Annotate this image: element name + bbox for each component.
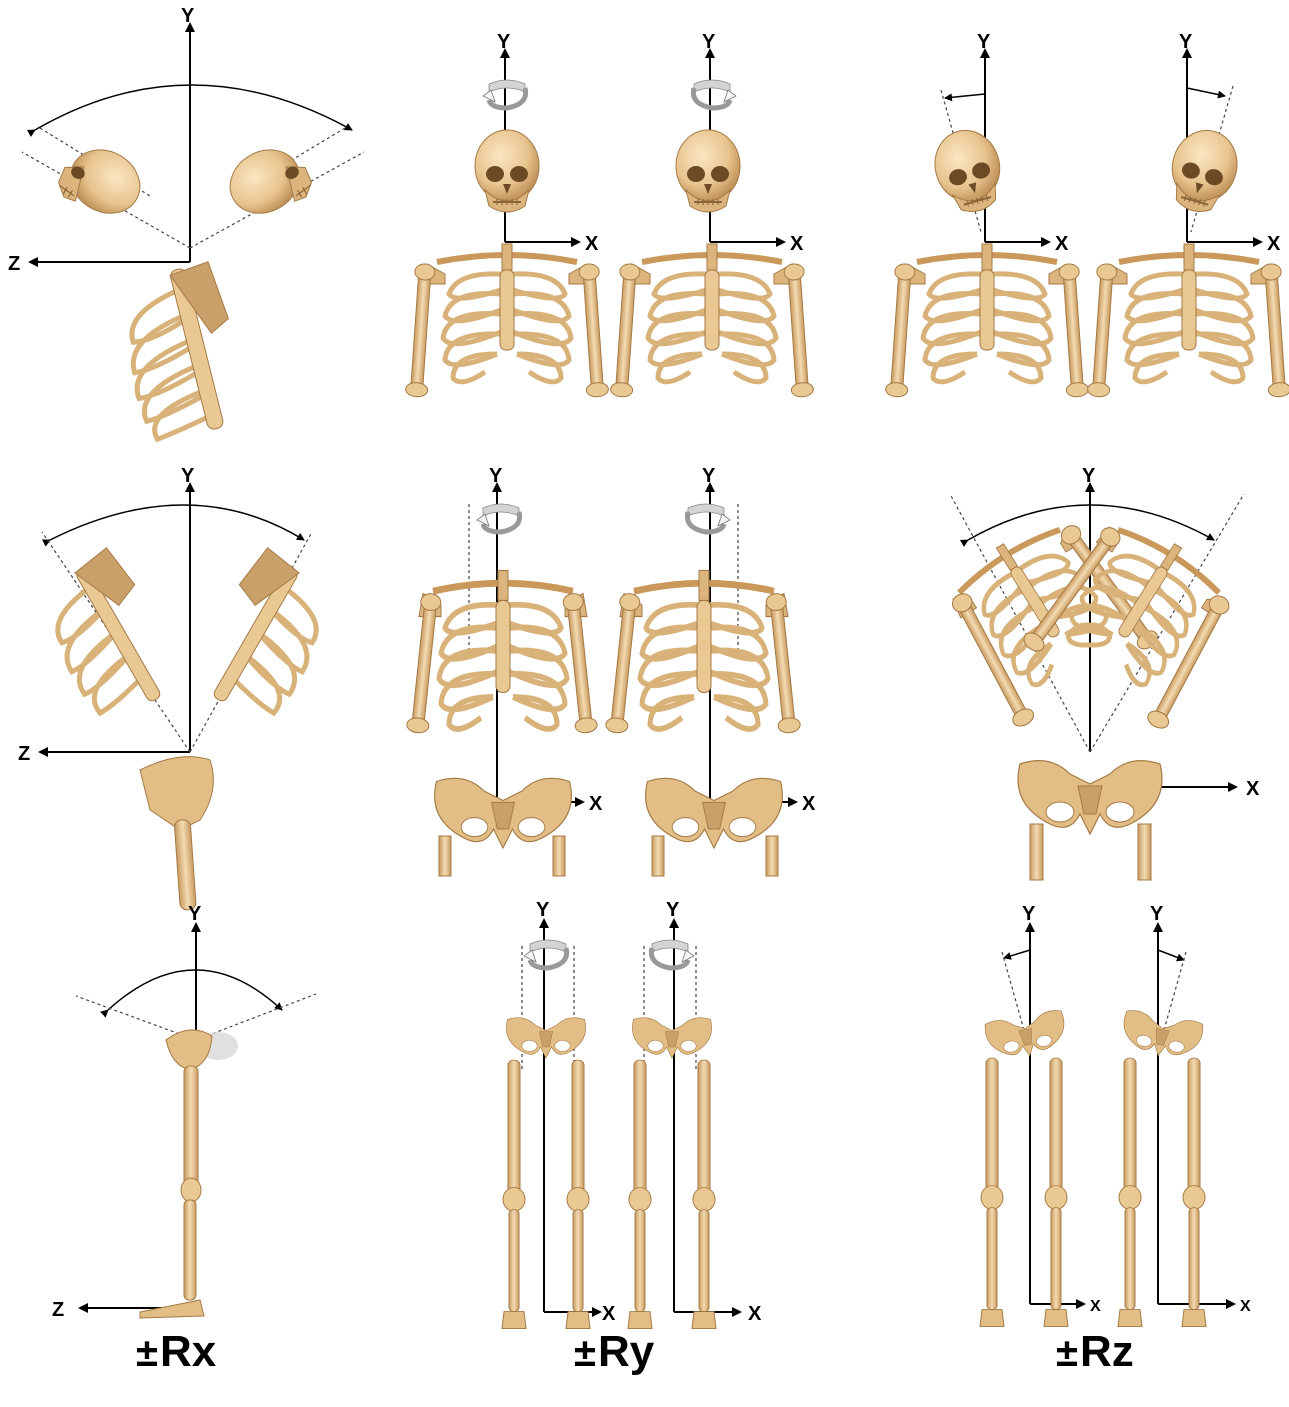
ry-label: Ry bbox=[598, 1327, 654, 1376]
x-axis-label: X bbox=[1240, 1298, 1251, 1315]
y-axis-label: Y bbox=[702, 465, 716, 487]
x-axis-label: X bbox=[1090, 1298, 1101, 1315]
z-axis-label: Z bbox=[52, 1299, 64, 1321]
rx-head-panel: Y Z bbox=[8, 5, 364, 445]
plus-minus-sign: ± bbox=[1056, 1331, 1078, 1375]
x-axis-label: X bbox=[790, 233, 804, 255]
x-axis-label: X bbox=[748, 1303, 762, 1325]
plus-minus-sign: ± bbox=[136, 1331, 158, 1375]
y-axis-label: Y bbox=[497, 31, 511, 53]
y-axis-label: Y bbox=[489, 465, 503, 487]
y-axis-label: Y bbox=[1179, 31, 1193, 53]
rz-legs-panel: Y X Y X bbox=[980, 903, 1251, 1327]
y-axis-label: Y bbox=[188, 903, 202, 925]
rz-column-label: ±Rz bbox=[1056, 1330, 1134, 1374]
ry-column-label: ±Ry bbox=[574, 1330, 654, 1374]
rz-torso-panel: Y X bbox=[930, 465, 1260, 880]
y-axis-label: Y bbox=[536, 899, 550, 921]
rx-label: Rx bbox=[160, 1327, 216, 1376]
y-axis-label: Y bbox=[666, 899, 680, 921]
y-axis-label: Y bbox=[1082, 465, 1096, 487]
x-axis-label: X bbox=[1246, 778, 1260, 800]
ry-torso-panel: Y X Y X bbox=[406, 465, 816, 876]
y-axis-label: Y bbox=[1150, 903, 1164, 925]
rx-torso-panel: Y Z bbox=[18, 465, 347, 910]
plus-minus-sign: ± bbox=[574, 1331, 596, 1375]
rz-label: Rz bbox=[1080, 1327, 1134, 1376]
y-axis-label: Y bbox=[702, 31, 716, 53]
rx-column-label: ±Rx bbox=[136, 1330, 216, 1374]
rz-head-panel: Y X Y X bbox=[885, 31, 1289, 397]
x-axis-label: X bbox=[1267, 233, 1281, 255]
z-axis-label: Z bbox=[18, 743, 30, 765]
ry-head-panel: Y X Y X bbox=[405, 31, 814, 397]
y-axis-label: Y bbox=[1022, 903, 1036, 925]
x-axis-label: X bbox=[802, 793, 816, 815]
x-axis-label: X bbox=[1055, 233, 1069, 255]
y-axis-label: Y bbox=[181, 465, 195, 487]
x-axis-label: X bbox=[602, 1303, 616, 1325]
z-axis-label: Z bbox=[8, 253, 20, 275]
y-axis-label: Y bbox=[181, 5, 195, 27]
y-axis-label: Y bbox=[977, 31, 991, 53]
x-axis-label: X bbox=[585, 233, 599, 255]
rx-legs-panel: Y Z bbox=[52, 903, 316, 1321]
x-axis-label: X bbox=[589, 793, 603, 815]
ry-legs-panel: Y X Y X bbox=[502, 899, 762, 1329]
